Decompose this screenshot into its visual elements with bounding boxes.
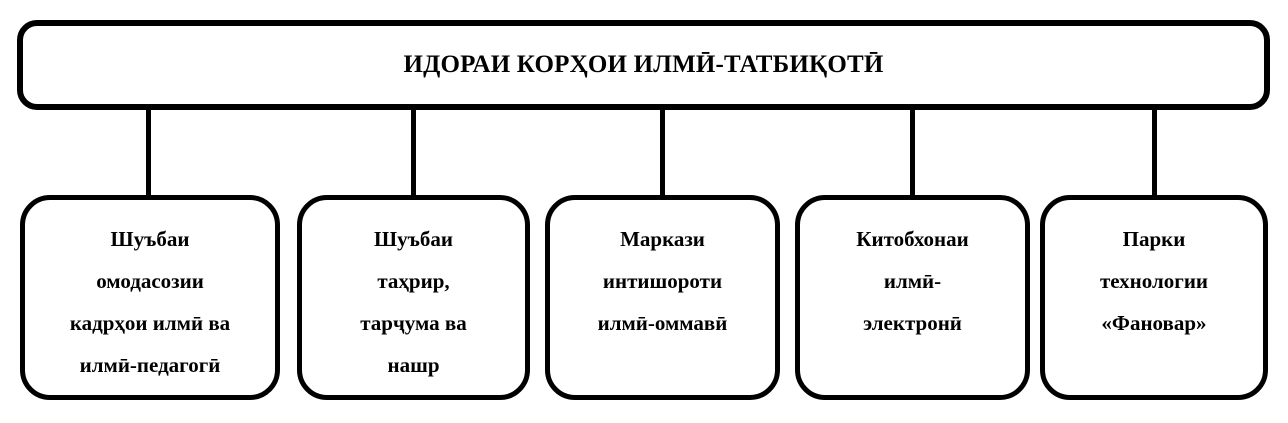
child-node-4-label: Китобхонаи илмӣ- электронӣ [856,227,969,335]
child-node-4: Китобхонаи илмӣ- электронӣ [795,195,1030,400]
root-node: ИДОРАИ КОРҲОИ ИЛМӢ-ТАТБИҚОТӢ [17,20,1270,110]
connector-line-4 [910,108,915,198]
child-node-2-label: Шуъбаи таҳрир, тарҷума ва нашр [360,227,467,377]
child-node-5-label: Парки технологии «Фановар» [1099,227,1209,335]
child-node-3: Маркази интишороти илмӣ-оммавӣ [545,195,780,400]
child-node-2: Шуъбаи таҳрир, тарҷума ва нашр [297,195,530,400]
child-node-5: Парки технологии «Фановар» [1040,195,1268,400]
connector-line-2 [411,108,416,198]
child-node-1: Шуъбаи омодасозии кадрҳои илмӣ ва илмӣ-п… [20,195,280,400]
connector-line-1 [146,108,151,198]
root-node-label: ИДОРАИ КОРҲОИ ИЛМӢ-ТАТБИҚОТӢ [403,51,884,79]
child-node-3-label: Маркази интишороти илмӣ-оммавӣ [597,227,728,335]
child-node-1-label: Шуъбаи омодасозии кадрҳои илмӣ ва илмӣ-п… [69,227,231,377]
connector-line-3 [660,108,665,198]
connector-line-5 [1152,108,1157,198]
